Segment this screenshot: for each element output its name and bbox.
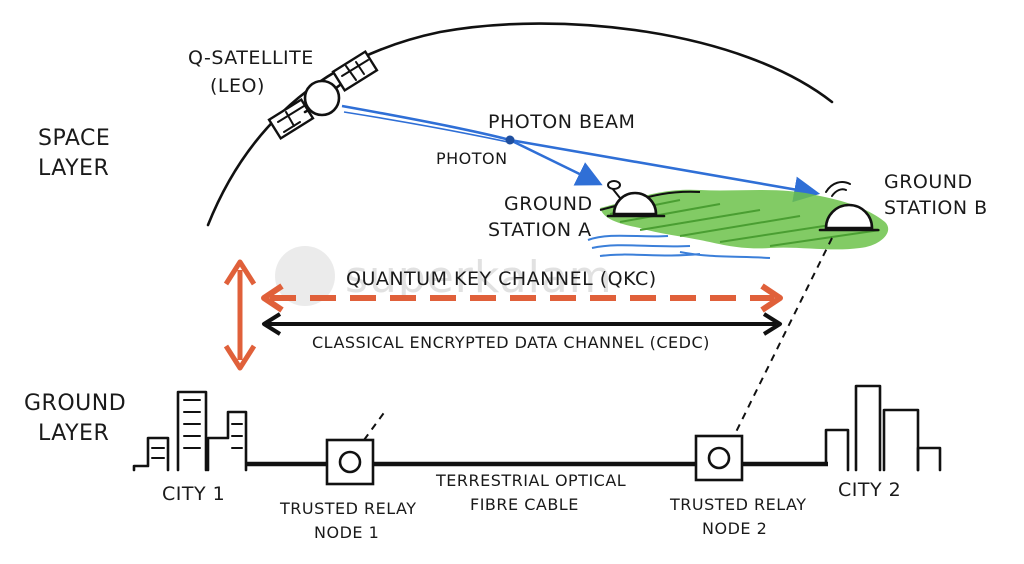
satellite-icon [267,49,379,141]
space-layer-label-line2: LAYER [38,156,109,181]
ground-station-b-icon [818,181,880,232]
relay-node-1-label-line2: NODE 1 [314,523,379,542]
space-layer-label-line1: SPACE [38,126,110,151]
relay-node-2-icon [694,434,744,482]
satellite-label-line1: Q-SATELLITE [188,47,314,69]
cedc-arrow [262,312,782,336]
qkc-label: QUANTUM KEY CHANNEL (QKC) [346,268,657,290]
ground-layer-label-line1: GROUND [24,391,126,416]
satellite-label-line2: (LEO) [210,75,265,97]
water-region [587,234,771,259]
station-b-relay-link [733,237,833,437]
relay-node-1-label-line1: TRUSTED RELAY [279,499,417,518]
cedc-label: CLASSICAL ENCRYPTED DATA CHANNEL (CEDC) [312,333,710,352]
ground-station-a-icon [606,180,666,218]
city-1-icon [132,390,248,472]
cable-label-line2: FIBRE CABLE [470,495,579,514]
ground-layer-label-line2: LAYER [38,421,109,446]
watermark-text: superkalam [345,252,613,303]
relay1-uplink [363,409,387,441]
layer-link-arrow [223,259,257,371]
watermark: superkalam [275,246,613,306]
orbit-arc [206,22,834,227]
relay-node-1-icon [325,438,375,486]
ground-station-a-label-line1: GROUND [504,193,593,215]
city-2-icon [824,384,942,472]
photon-dot [505,135,515,145]
qkc-arrow [261,283,783,313]
city-2-label: CITY 2 [838,479,901,501]
photon-label: PHOTON [436,149,508,168]
ground-station-b-label-line1: GROUND [884,171,973,193]
ground-station-a-label-line2: STATION A [488,219,592,241]
city-1-label: CITY 1 [162,483,225,505]
relay-node-2-label-line1: TRUSTED RELAY [669,495,807,514]
cable-label-line1: TERRESTRIAL OPTICAL [435,471,626,490]
photon-beam [341,104,821,203]
photon-beam-label: PHOTON BEAM [488,111,635,133]
ground-station-b-label-line2: STATION B [884,197,988,219]
relay-node-2-label-line2: NODE 2 [702,519,767,538]
